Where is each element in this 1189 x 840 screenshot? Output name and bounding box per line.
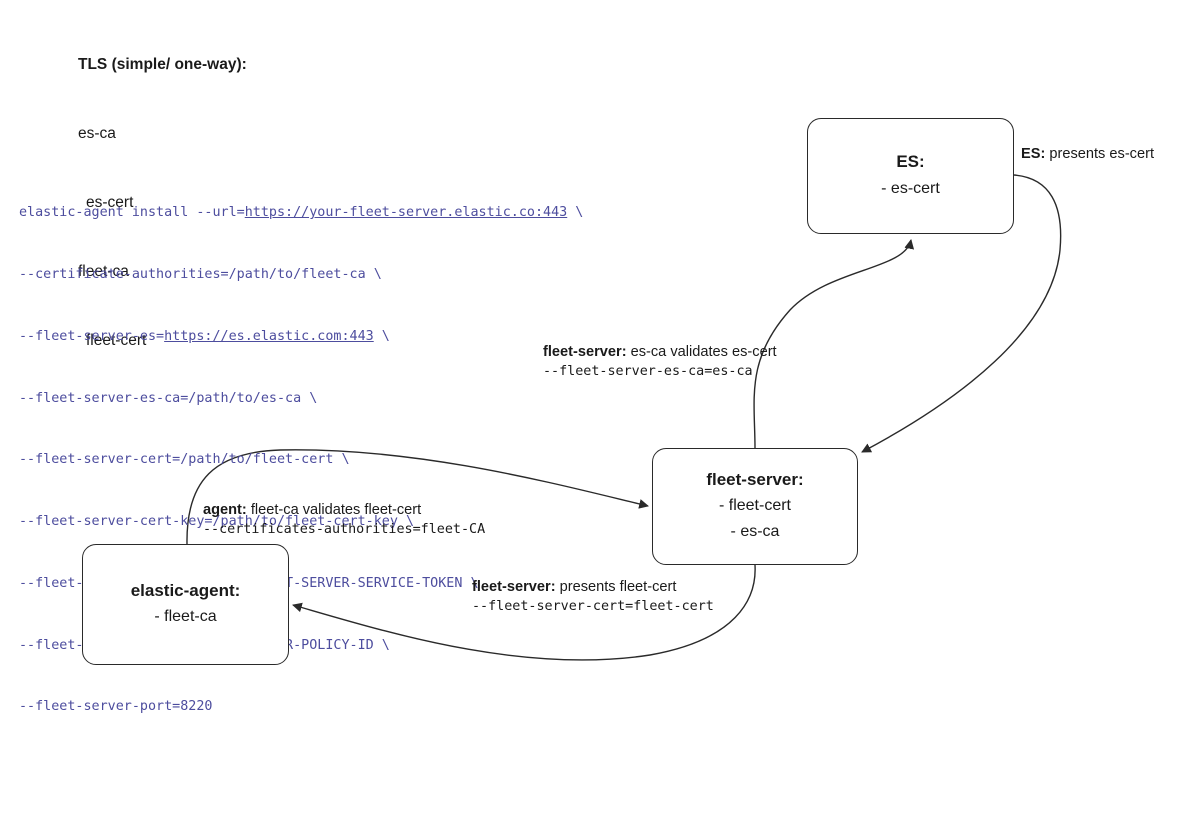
edge-label-actor: fleet-server: xyxy=(543,344,627,360)
tls-legend: TLS (simple/ one-way): es-ca es-cert fle… xyxy=(78,7,247,375)
node-elastic-agent-title: elastic-agent: xyxy=(130,581,241,600)
command-es-url-link[interactable]: https://es.elastic.com:443 xyxy=(164,328,374,344)
command-line: --fleet-server-es-ca=/path/to/es-ca \ xyxy=(19,390,318,406)
node-es-item: - es-cert xyxy=(881,180,940,197)
command-line: --fleet-server-port=8220 xyxy=(19,699,213,715)
node-fleet-server[interactable]: fleet-server: - fleet-cert - es-ca xyxy=(652,448,858,565)
node-elastic-agent-item: - fleet-ca xyxy=(154,608,217,625)
edge-fleet-server-to-agent xyxy=(292,564,756,661)
edge-label-actor: fleet-server: xyxy=(472,579,556,595)
node-es-title: ES: xyxy=(896,152,925,171)
edge-label-flag: --certificates-authorities=fleet-CA xyxy=(203,522,486,537)
edge-label-actor: ES: xyxy=(1021,146,1046,162)
node-es[interactable]: ES: - es-cert xyxy=(807,118,1014,234)
tls-legend-item-es-cert: es-cert xyxy=(86,194,134,211)
command-line: elastic-agent install --url=https://your… xyxy=(19,205,584,221)
node-fleet-server-title: fleet-server: xyxy=(706,470,804,489)
edge-es-to-fleet-server xyxy=(861,174,1062,453)
edge-label-fleet-validates: fleet-server: es-ca validates es-cert --… xyxy=(543,343,777,382)
command-url-link[interactable]: https://your-fleet-server.elastic.co:443 xyxy=(244,205,568,221)
tls-legend-title: TLS (simple/ one-way): xyxy=(78,56,247,73)
edge-label-text: es-ca validates es-cert xyxy=(626,344,777,360)
node-elastic-agent[interactable]: elastic-agent: - fleet-ca xyxy=(82,544,289,665)
edge-label-text: presents es-cert xyxy=(1045,146,1155,162)
node-fleet-server-item: - fleet-cert xyxy=(718,497,791,514)
edge-label-flag: --fleet-server-cert=fleet-cert xyxy=(472,599,714,614)
edge-label-fleet-presents: fleet-server: presents fleet-cert --flee… xyxy=(472,578,714,617)
command-line: --fleet-server-cert=/path/to/fleet-cert … xyxy=(19,452,350,468)
edge-label-text: presents fleet-cert xyxy=(555,579,677,595)
edge-label-text: fleet-ca validates fleet-cert xyxy=(246,502,422,518)
edge-label-flag: --fleet-server-es-ca=es-ca xyxy=(543,364,753,379)
tls-legend-item-fleet-ca: fleet-ca xyxy=(78,263,129,280)
command-line: --certificate-authorities=/path/to/fleet… xyxy=(19,266,382,282)
command-line: --fleet-server-es=https://es.elastic.com… xyxy=(19,328,390,344)
node-fleet-server-item: - es-ca xyxy=(730,523,780,540)
edge-agent-to-fleet-server xyxy=(186,449,649,545)
command-line: --fleet-server-cert-key=/path/to/fleet-c… xyxy=(19,514,415,530)
edge-label-agent-validates: agent: fleet-ca validates fleet-cert --c… xyxy=(203,501,485,540)
edge-label-es-presents: ES: presents es-cert xyxy=(1021,145,1154,164)
tls-legend-item-fleet-cert: fleet-cert xyxy=(86,332,147,349)
edge-label-actor: agent: xyxy=(203,502,247,518)
edge-fleet-server-to-es xyxy=(753,239,915,449)
tls-legend-item-es-ca: es-ca xyxy=(78,125,116,142)
